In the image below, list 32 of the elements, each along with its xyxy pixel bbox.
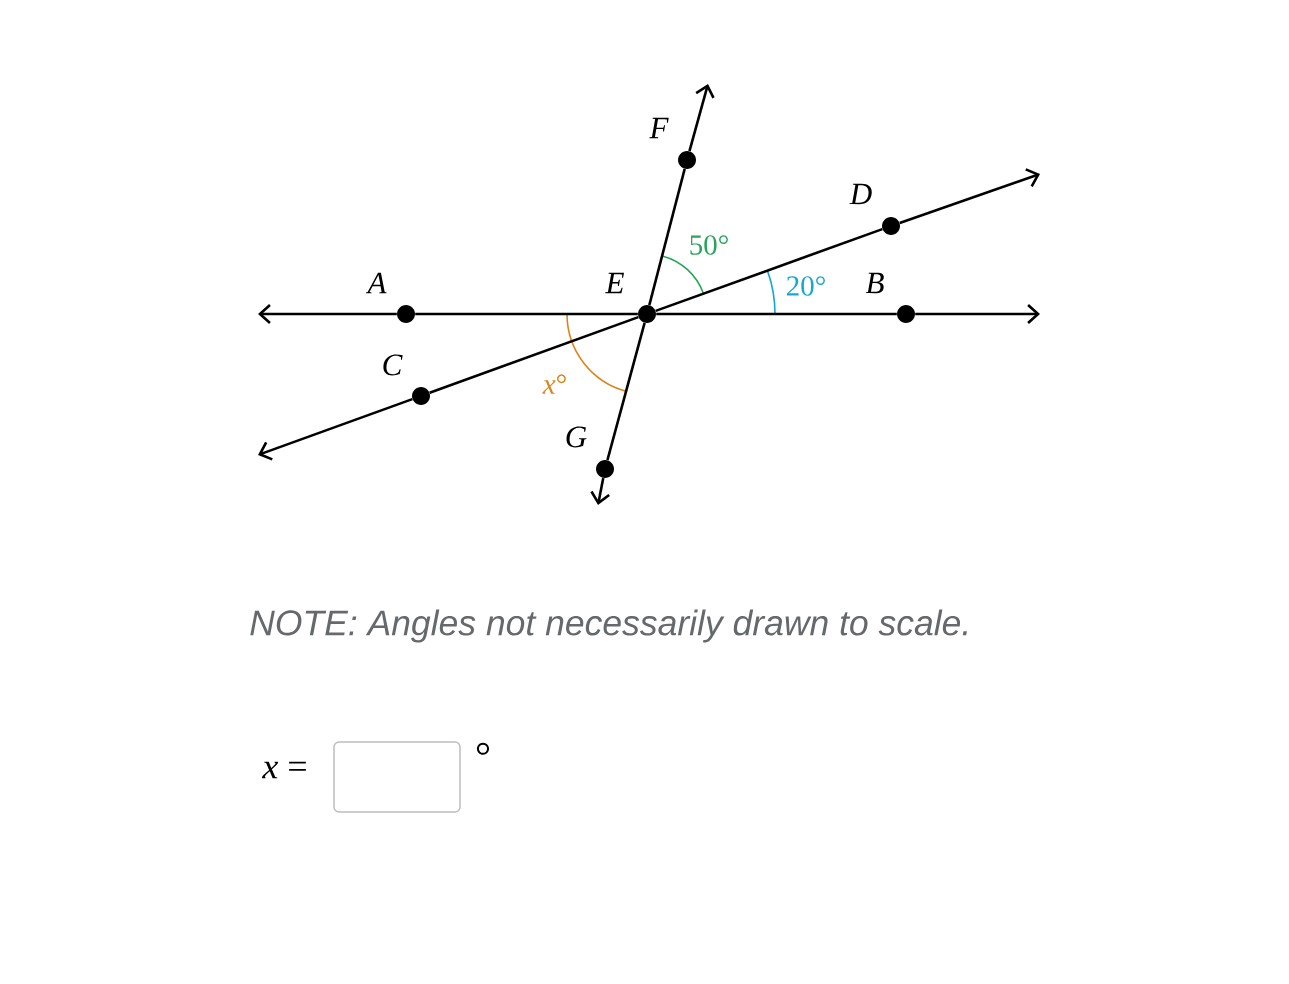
note-text: NOTE: Angles not necessarily drawn to scale. [250, 609, 967, 643]
point-label: G [566, 426, 587, 448]
line-segment [606, 322, 646, 461]
arrow [915, 304, 1040, 324]
point-dot [678, 151, 696, 169]
line-segment [429, 315, 639, 395]
point-dot [412, 387, 430, 405]
point-label: A [365, 272, 387, 294]
degree-sign: ° [476, 742, 490, 755]
line-segment [656, 312, 897, 316]
angle-label: 50° [690, 235, 728, 255]
angle-label: x° [542, 374, 566, 394]
arrow [899, 168, 1040, 225]
point-label: C [383, 354, 403, 376]
point-dot [638, 305, 656, 323]
point-label: E [605, 272, 624, 294]
line-segment [655, 227, 883, 313]
line-segment [415, 312, 638, 316]
point-dot [397, 305, 415, 323]
point-dot [882, 217, 900, 235]
point-dot [897, 305, 915, 323]
point-dot [596, 460, 614, 478]
point-label: B [865, 272, 884, 294]
angle-label: 20° [787, 276, 825, 296]
equation-label: x = [261, 761, 306, 779]
point-label: F [649, 117, 669, 139]
arrow [590, 477, 610, 505]
line-segment [648, 168, 686, 306]
arrow [258, 397, 413, 461]
point-label: D [849, 183, 872, 205]
arrow [258, 304, 397, 324]
arrow [688, 83, 715, 152]
